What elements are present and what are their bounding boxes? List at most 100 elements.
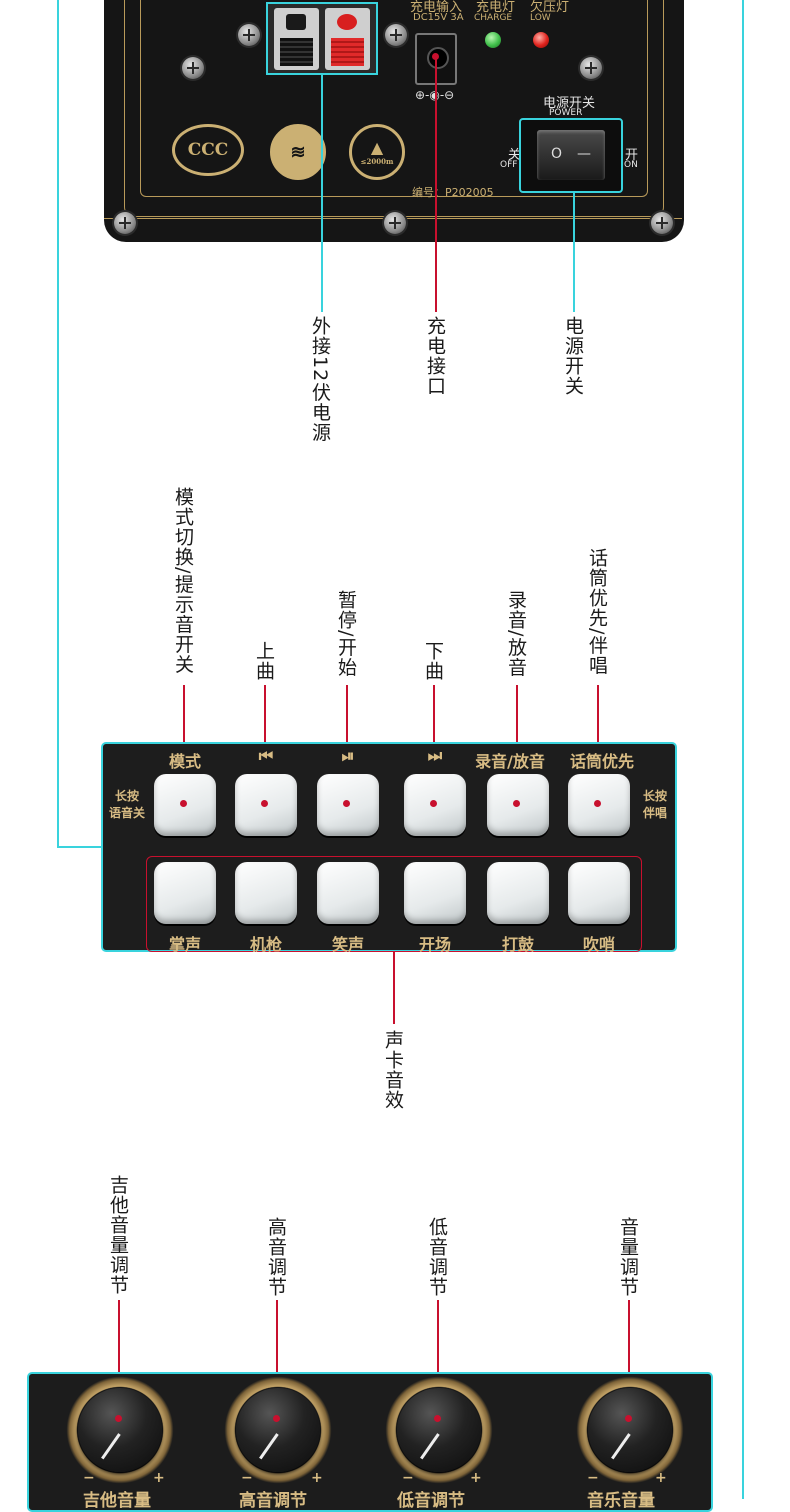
altitude-cert-icon: ▲ ≤2000m xyxy=(349,124,405,180)
charge-input-spec: DC15V 3A xyxy=(413,12,464,23)
callout-line-bass xyxy=(437,1300,439,1418)
music-volume-knob[interactable] xyxy=(576,1376,684,1484)
guitar-volume-knob[interactable] xyxy=(66,1376,174,1484)
callout-dot-volume xyxy=(625,1415,632,1422)
off-label-en: OFF xyxy=(500,160,518,170)
bass-knob-cap xyxy=(397,1388,481,1472)
callout-dot-record xyxy=(513,800,520,807)
wave-icon: ≋ xyxy=(290,141,306,163)
drum-button[interactable] xyxy=(487,862,549,924)
callout-next: 下曲 xyxy=(422,641,444,681)
callout-power-switch: 电源开关 xyxy=(562,316,584,396)
screw xyxy=(384,212,406,234)
applause-label: 掌声 xyxy=(168,935,201,954)
low-light-label: 欠压灯 xyxy=(530,0,570,15)
guitar-knob-cap xyxy=(78,1388,162,1472)
callout-sound-effects: 声卡音效 xyxy=(382,1030,404,1110)
screw xyxy=(651,212,673,234)
terminal-black-hole xyxy=(286,14,306,30)
right-side-label: 长按 伴唱 xyxy=(635,788,675,822)
callout-charge-port: 充电接口 xyxy=(424,316,446,396)
charge-led xyxy=(485,32,501,48)
callout-mic-priority: 话筒优先/伴唱 xyxy=(586,548,608,676)
right-side-line-1: 长按 xyxy=(642,789,667,803)
treble-minus: − xyxy=(241,1470,253,1486)
laugh-label: 笑声 xyxy=(331,935,364,954)
guitar-minus: − xyxy=(83,1470,95,1486)
callout-line-terminal xyxy=(321,74,323,312)
cyan-guide-left xyxy=(57,0,59,848)
bass-knob[interactable] xyxy=(385,1376,493,1484)
music-minus: − xyxy=(587,1470,599,1486)
on-label: 开 xyxy=(625,148,639,163)
screw xyxy=(182,57,204,79)
next-icon: ⏭ xyxy=(427,746,443,765)
guitar-plus: + xyxy=(153,1470,165,1486)
callout-record: 录音/放音 xyxy=(505,590,527,678)
knob-panel: − + − + − + − + 吉他音量 高音调节 低音调节 音乐音量 xyxy=(27,1372,713,1512)
left-side-line-1: 长按 xyxy=(114,789,139,803)
callout-dot-charge xyxy=(432,53,439,60)
callout-prev: 上曲 xyxy=(253,641,275,681)
right-side-line-2: 伴唱 xyxy=(642,806,667,820)
callout-external-power: 外接12伏电源 xyxy=(309,316,331,443)
callout-mode: 模式切换/提示音开关 xyxy=(172,487,194,675)
terminal-red-hole xyxy=(337,14,357,30)
callout-line-treble xyxy=(276,1300,278,1418)
low-voltage-led xyxy=(533,32,549,48)
terminal-red-clip xyxy=(331,38,364,66)
low-light-en: LOW xyxy=(530,13,551,23)
callout-dot-next xyxy=(430,800,437,807)
callout-bass: 低音调节 xyxy=(426,1217,448,1297)
callout-dot-prev xyxy=(261,800,268,807)
callout-guitar-volume: 吉他音量调节 xyxy=(107,1175,129,1295)
whistle-label: 吹哨 xyxy=(582,935,615,954)
treble-knob-cap xyxy=(236,1388,320,1472)
mountain-icon: ▲ xyxy=(370,138,384,157)
power-rocker xyxy=(537,130,605,180)
tropical-cert-icon: ≋ xyxy=(270,124,326,180)
button-panel: 模式 ⏮ ⏯ ⏭ 录音/放音 话筒优先 长按 语音关 长按 伴唱 掌声 机枪 笑… xyxy=(101,742,677,954)
screw xyxy=(580,57,602,79)
effects-frame xyxy=(146,856,642,952)
power-switch-label: 电源开关 xyxy=(543,96,596,111)
callout-dot-bass xyxy=(434,1415,441,1422)
terminal-black xyxy=(274,8,319,70)
callout-dot-treble xyxy=(273,1415,280,1422)
ccc-cert-icon: CCC xyxy=(172,124,244,176)
music-plus: + xyxy=(655,1470,667,1486)
switch-on-mark: — xyxy=(577,146,591,162)
on-label-en: ON xyxy=(624,160,638,170)
power-switch[interactable]: O — xyxy=(519,118,623,193)
record-label: 录音/放音 xyxy=(475,752,545,771)
opening-button[interactable] xyxy=(404,862,466,924)
music-knob-cap xyxy=(588,1388,672,1472)
speaker-terminal[interactable] xyxy=(266,2,378,75)
callout-dot-mode xyxy=(180,800,187,807)
cyan-guide-right xyxy=(742,0,744,1499)
laugh-button[interactable] xyxy=(317,862,379,924)
treble-plus: + xyxy=(311,1470,323,1486)
gunfire-label: 机枪 xyxy=(249,935,282,954)
opening-label: 开场 xyxy=(418,935,451,954)
callout-dot-guitar xyxy=(115,1415,122,1422)
callout-line-guitar xyxy=(118,1300,120,1418)
polarity-symbol: ⊕-◉-⊖ xyxy=(415,88,454,102)
charge-light-en: CHARGE xyxy=(474,13,513,23)
screw xyxy=(114,212,136,234)
ccc-cert-text: CCC xyxy=(187,140,229,160)
treble-knob[interactable] xyxy=(224,1376,332,1484)
left-side-label: 长按 语音关 xyxy=(105,788,149,822)
whistle-button[interactable] xyxy=(568,862,630,924)
screw xyxy=(238,24,260,46)
panel-frame-inner xyxy=(140,0,648,197)
serial-number: 编号：P202005 xyxy=(412,186,494,199)
gunfire-button[interactable] xyxy=(235,862,297,924)
terminal-black-clip xyxy=(280,38,313,66)
callout-line-effects xyxy=(393,952,395,1024)
screw xyxy=(385,24,407,46)
left-side-line-2: 语音关 xyxy=(108,806,145,820)
callout-treble: 高音调节 xyxy=(265,1217,287,1297)
prev-icon: ⏮ xyxy=(258,746,274,765)
applause-button[interactable] xyxy=(154,862,216,924)
